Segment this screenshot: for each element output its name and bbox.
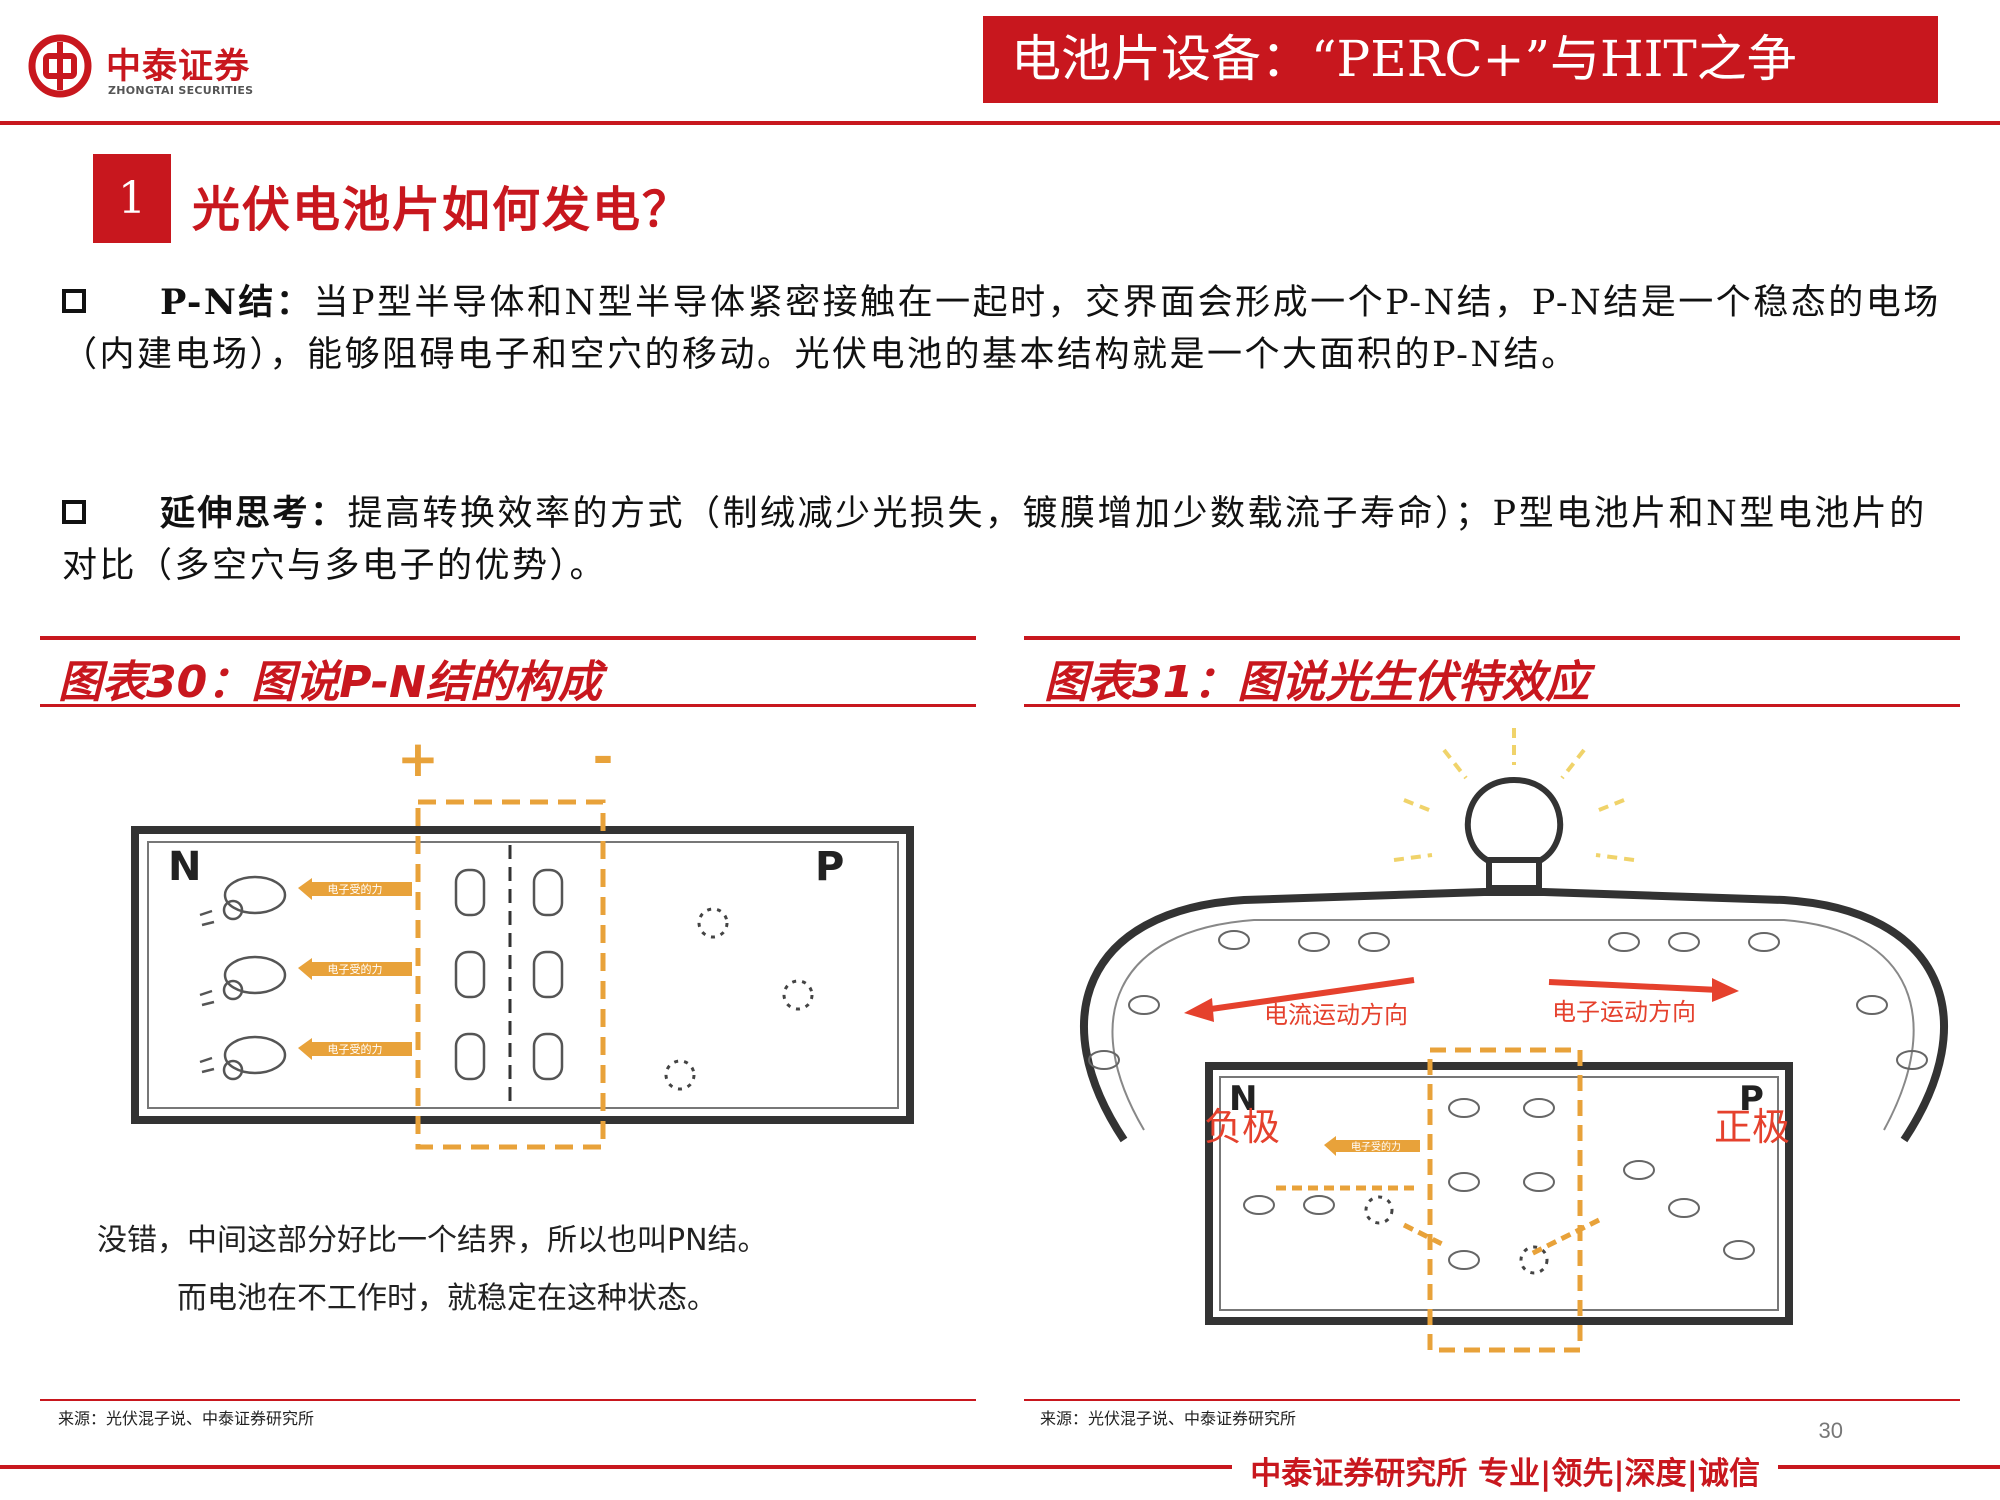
p-region-label: P [815, 844, 844, 890]
electron-character-icon [199, 955, 287, 1007]
footer-divider [0, 1465, 2000, 1469]
junction-arrow [1276, 1185, 1601, 1258]
positive-pole-label: 正极 [1714, 1105, 1790, 1149]
junction-region [1427, 1047, 1583, 1353]
electron-character-icon [1088, 930, 1928, 1070]
plus-sign: + [397, 730, 439, 788]
logo-english-name: ZHONGTAI SECURITIES [108, 84, 254, 97]
p-region-label: P [1739, 1079, 1764, 1119]
figure-31-source-rule [1024, 1399, 1960, 1401]
junction-region [415, 799, 606, 1150]
bullet-paragraph-pn-junction: P-N结：当P型半导体和N型半导体紧密接触在一起时，交界面会形成一个P-N结，P… [62, 277, 1942, 381]
minus-sign: - [593, 728, 614, 786]
section-title: 光伏电池片如何发电？ [192, 182, 693, 238]
electron-direction-arrow: 电子运动方向 [1548, 978, 1739, 1026]
footer-slogan: 中泰证券研究所 专业|领先|深度|诚信 [1232, 1448, 1778, 1493]
electron-direction-label: 电子运动方向 [1552, 998, 1696, 1026]
negative-pole-label: 负极 [1204, 1105, 1280, 1149]
square-bullet-icon [62, 288, 86, 313]
paragraph-keyword: P-N结： [160, 282, 314, 323]
force-arrow: 电子受的力 [298, 878, 412, 900]
electron-character-icon [199, 875, 287, 927]
cell-box [1205, 1062, 1793, 1325]
company-logo: 中泰证券 ZHONGTAI SECURITIES [28, 28, 288, 108]
logo-chinese-name: 中泰证券 [106, 47, 251, 87]
figure-31-bottom-rule [1024, 704, 1960, 707]
light-bulb-icon [1464, 776, 1564, 891]
paragraph-keyword: 延伸思考： [160, 493, 348, 534]
force-arrow-label: 电子受的力 [328, 1042, 383, 1056]
circuit-wire-inner [1111, 919, 1915, 1131]
figure-30-caption-line-1: 没错，中间这部分好比一个结界，所以也叫PN结。 [97, 1223, 768, 1258]
current-direction-label: 电流运动方向 [1264, 1001, 1408, 1029]
figure-31-source: 来源：光伏混子说、中泰证券研究所 [1040, 1409, 1297, 1428]
force-arrow: 电子受的力 [298, 958, 412, 980]
figure-31-photovoltaic-diagram: 电流运动方向 电子运动方向 N P 负极 正极 电子受的力 [1080, 728, 1948, 1353]
paragraph-text: 当P型半导体和N型半导体紧密接触在一起时，交界面会形成一个P-N结，P-N结是一… [62, 283, 1941, 375]
force-arrow-label: 电子受的力 [328, 882, 383, 896]
force-arrow-label: 电子受的力 [1351, 1140, 1401, 1153]
header-divider [0, 121, 2000, 125]
force-arrow: 电子受的力 [1324, 1136, 1420, 1156]
electron-character-icon [199, 1035, 287, 1081]
hole-icon [664, 907, 814, 1091]
figure-30-bottom-rule [40, 704, 976, 707]
page-title: 电池片设备：“PERC+”与HIT之争 [983, 16, 1938, 103]
cell-box-inner [147, 841, 899, 1109]
figure-31-top-rule [1024, 636, 1960, 640]
figure-31-title: 图表31：图说光生伏特效应 [1044, 657, 1590, 708]
paragraph-text: 提高转换效率的方式（制绒减少光损失，镀膜增加少数载流子寿命）；P型电池片和N型电… [62, 494, 1927, 586]
bullet-paragraph-extension: 延伸思考：提高转换效率的方式（制绒减少光损失，镀膜增加少数载流子寿命）；P型电池… [62, 488, 1942, 592]
square-bullet-icon [62, 499, 86, 524]
n-region-label: N [1229, 1079, 1257, 1119]
cell-box-inner [1219, 1076, 1779, 1311]
n-region-label: N [168, 844, 201, 890]
current-direction-arrow: 电流运动方向 [1184, 977, 1415, 1029]
figure-30-title: 图表30：图说P-N结的构成 [58, 657, 602, 708]
fixed-ion-icon [454, 868, 564, 1081]
circuit-wire [1080, 888, 1948, 1143]
cell-box [131, 826, 914, 1124]
figure-30-source: 来源：光伏混子说、中泰证券研究所 [58, 1409, 315, 1428]
section-number: 1 [93, 154, 171, 243]
light-ray-icon [1393, 728, 1635, 862]
figure-30-source-rule [40, 1399, 976, 1401]
figure-30-pn-junction-diagram: + - N P 电子受的力 电子受的力 电子受的力 没错，中间这部分好比一个结界… [97, 728, 914, 1316]
hole-icon [1364, 1195, 1549, 1275]
figure-30-top-rule [40, 636, 976, 640]
figure-30-caption-line-2: 而电池在不工作时，就稳定在这种状态。 [177, 1281, 717, 1316]
page-number: 30 [1818, 1418, 1843, 1443]
logo-mark-icon [28, 34, 92, 98]
electron-character-icon [1243, 1098, 1755, 1270]
force-arrow: 电子受的力 [298, 1038, 412, 1060]
force-arrow-label: 电子受的力 [328, 962, 383, 976]
